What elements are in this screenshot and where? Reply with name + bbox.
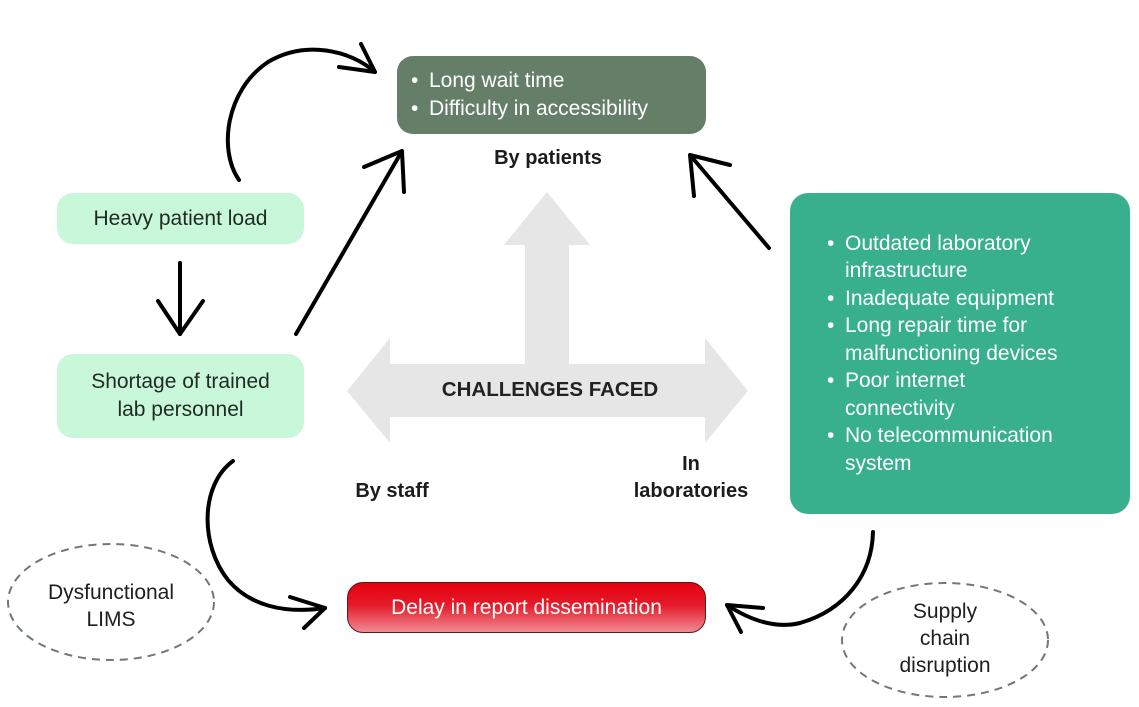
lims-ellipse [7, 543, 215, 661]
list-item-line: Inadequate equipment [845, 286, 1055, 310]
laboratory-challenges-list: Outdated laboratory infrastructure Inade… [827, 230, 1057, 478]
laboratory-challenges-box: Outdated laboratory infrastructure Inade… [790, 193, 1130, 514]
category-label-laboratories-line1: In [682, 453, 700, 475]
arrowhead-icon [362, 149, 406, 194]
list-item-line: malfunctioning devices [845, 341, 1058, 365]
lims-label-line1: Dysfunctional [47, 581, 175, 604]
category-label-staff: By staff [355, 480, 429, 502]
patients-challenges-list: Long wait time Difficulty in accessibili… [411, 67, 648, 123]
list-item-line: connectivity [845, 396, 955, 420]
supply-label-line3: disruption [899, 654, 991, 677]
shortage-label-line1: Shortage of trained [91, 370, 270, 393]
heavy-patient-load-box: Heavy patient load [57, 193, 304, 244]
delay-in-report-dissemination-box: Delay in report dissemination [347, 582, 706, 633]
list-item-line: Outdated laboratory [845, 231, 1031, 255]
challenges-arrow-shape [347, 192, 748, 443]
arrowhead-icon [337, 42, 377, 74]
list-item-line: system [845, 451, 912, 475]
connector-lab-to-patients [688, 153, 771, 250]
category-label-laboratories: In laboratories [610, 451, 772, 505]
delay-label: Delay in report dissemination [391, 595, 662, 619]
list-item: Outdated laboratory infrastructure [827, 230, 1057, 285]
connector-shortage-to-patients [294, 149, 404, 336]
list-item-line: Long repair time for [845, 314, 1028, 338]
lims-label-line2: LIMS [86, 608, 136, 631]
list-item: Difficulty in accessibility [411, 95, 648, 123]
supply-label-line2: chain [919, 627, 971, 650]
patients-challenges-box: Long wait time Difficulty in accessibili… [397, 56, 706, 134]
connector-curved-heavy-to-patients [225, 47, 377, 182]
dysfunctional-lims-label: Dysfunctional LIMS [11, 579, 211, 633]
arrowhead-icon [725, 603, 765, 634]
arrowhead-icon [688, 153, 732, 198]
connector-curved-lab-to-delay [725, 530, 875, 627]
arrowhead-icon [288, 595, 327, 630]
shortage-of-personnel-box: Shortage of trained lab personnel [57, 354, 304, 438]
category-label-patients: By patients [494, 147, 602, 169]
list-item: Inadequate equipment [827, 285, 1057, 313]
shortage-label-line2: lab personnel [117, 398, 244, 421]
list-item: Long wait time [411, 67, 648, 95]
list-item-line: Poor internet [845, 369, 966, 393]
heavy-patient-load-label: Heavy patient load [93, 206, 268, 230]
arrowhead-icon [156, 299, 205, 336]
supply-chain-ellipse [841, 582, 1049, 698]
list-item: No telecommunication system [827, 422, 1057, 477]
supply-label-line1: Supply [912, 600, 978, 623]
connector-curved-shortage-to-delay [205, 459, 327, 612]
supply-chain-disruption-label: Supply chain disruption [845, 598, 1045, 679]
list-item-line: infrastructure [845, 259, 968, 283]
list-item: Long repair time for malfunctioning devi… [827, 312, 1057, 367]
category-label-laboratories-line2: laboratories [633, 480, 749, 502]
list-item: Poor internet connectivity [827, 367, 1057, 422]
challenges-faced-title: CHALLENGES FACED [441, 378, 659, 401]
list-item-line: No telecommunication [845, 424, 1053, 448]
